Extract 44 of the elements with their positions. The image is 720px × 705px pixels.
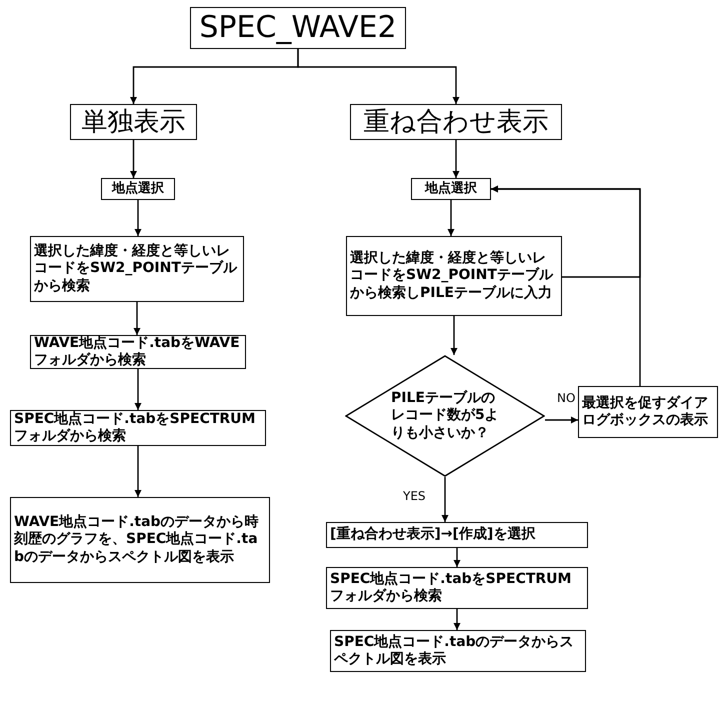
node-text: 地点選択 — [112, 180, 164, 198]
arrow — [454, 548, 460, 567]
process-box — [30, 236, 244, 302]
arrow — [134, 446, 142, 497]
node-text: [重ね合わせ表示]→[作成]を選択 — [330, 526, 536, 544]
process-box — [346, 236, 562, 316]
node-text: WAVE地点コード.tabをWAVEフォルダから検索 — [34, 334, 241, 370]
process-box — [101, 178, 175, 200]
node-text: 単独表示 — [82, 106, 186, 138]
arrow — [134, 369, 142, 410]
arrow — [448, 200, 454, 236]
node-text: 最選択を促すダイアログボックスの表示 — [582, 394, 709, 430]
node-text: SPEC地点コード.tabのデータからスペクトル図を表示 — [334, 634, 575, 668]
process-box — [326, 567, 588, 609]
edge-label: NO — [556, 391, 576, 406]
edge-label: YES — [402, 489, 427, 504]
node-text: 選択した緯度・経度と等しいレコードをSW2_POINTテーブルから検索 — [34, 242, 238, 296]
arrow — [452, 140, 460, 178]
arrow — [545, 416, 578, 424]
node-text: WAVE地点コード.tabのデータから時刻歴のグラフを、SPEC地点コード.tabのデータからスペクトル図を表示 — [14, 514, 260, 566]
arrow — [130, 140, 137, 178]
process-box — [330, 630, 586, 672]
process-box — [326, 522, 588, 548]
mode-box — [70, 104, 197, 140]
arrow — [134, 302, 140, 335]
node-text: 重ね合わせ表示 — [364, 106, 548, 138]
arrow — [491, 186, 641, 278]
node-text: SPEC_WAVE2 — [199, 9, 397, 47]
mode-box — [350, 104, 562, 140]
node-text: SPEC地点コード.tabをSPECTRUMフォルダから検索 — [330, 570, 572, 606]
process-box — [411, 178, 491, 200]
node-text: 地点選択 — [425, 180, 477, 198]
decision-diamond — [345, 355, 545, 477]
arrow — [134, 200, 142, 236]
arrow — [454, 609, 460, 630]
node-text: SPEC地点コード.tabをSPECTRUMフォルダから検索 — [14, 410, 256, 446]
arrow — [450, 316, 458, 355]
process-box — [10, 497, 270, 583]
process-box — [578, 386, 718, 438]
title-box — [190, 7, 406, 49]
arrow — [442, 477, 448, 522]
node-text: 選択した緯度・経度と等しいレコードをSW2_POINTテーブルから検索しPILEテーブルに入力 — [350, 250, 554, 302]
node-text: PILEテーブルのレコード数が5よりも小さいか？ — [391, 390, 500, 442]
arrow — [297, 49, 460, 104]
